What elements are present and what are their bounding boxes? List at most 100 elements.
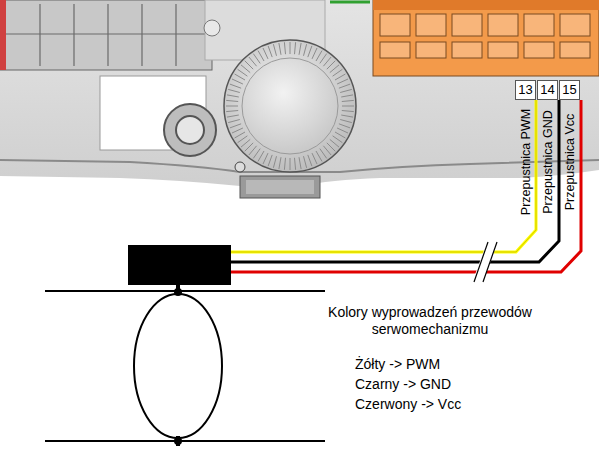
knob-rib: [308, 46, 312, 57]
knob-rib: [279, 157, 281, 169]
knob-rib: [320, 54, 327, 64]
knob-rib: [339, 124, 350, 128]
knob-rib: [290, 42, 291, 54]
color-key: Czerwony -> Vcc: [355, 396, 461, 413]
knob-rib: [304, 156, 307, 168]
knob-rib: [238, 136, 248, 143]
knob-rib: [312, 153, 317, 164]
knob-rib: [228, 120, 240, 123]
terminal-cell: [560, 14, 590, 36]
clip-inner: [246, 180, 314, 194]
knob-rib: [284, 158, 285, 170]
signal-name: Przepustnica Vcc: [563, 114, 577, 211]
terminal-cell: [488, 42, 518, 58]
knob-ring: [242, 58, 338, 154]
knob-rib: [230, 84, 241, 88]
via: [235, 162, 245, 172]
yellow-wire-edge: [230, 100, 536, 252]
knob-rib: [333, 136, 343, 143]
black-wire: [230, 100, 559, 262]
orange-terminal-block: [373, 0, 599, 76]
knob-rib: [241, 139, 250, 147]
knob-rib: [226, 106, 238, 107]
orange-top: [373, 0, 599, 10]
terminal-cell: [560, 42, 590, 58]
cell-divider: [141, 4, 142, 66]
knob-rib: [341, 115, 353, 117]
knob-rib: [335, 132, 345, 138]
knob-rib: [227, 115, 239, 117]
knob-rib: [304, 44, 307, 56]
knob-rib: [235, 74, 245, 80]
knob-rib: [228, 89, 240, 92]
cell-divider: [107, 4, 108, 66]
terminal-cells: [6, 4, 210, 66]
knob-rib: [273, 156, 276, 168]
knob-rib: [253, 149, 260, 159]
knob-rib: [226, 111, 238, 112]
cell-divider: [175, 4, 176, 66]
red-wire: [230, 100, 581, 272]
terminal-cell: [452, 14, 482, 36]
board: [0, 0, 599, 186]
knob-rib: [340, 120, 352, 123]
yellow-wire: [230, 100, 536, 252]
knob-rib: [263, 48, 268, 59]
break-mark: [474, 242, 488, 282]
knob-rib: [279, 43, 281, 55]
pin-number: 14: [537, 80, 558, 100]
knob-rib: [245, 143, 254, 152]
clip: [240, 176, 320, 198]
servo-body: [128, 245, 231, 285]
knob-rib: [241, 65, 250, 73]
terminal-block: [0, 0, 212, 70]
knob-rib: [308, 155, 312, 166]
knob-texture: [226, 42, 354, 170]
terminal-cell: [452, 42, 482, 58]
signal-name: Przepustnica GND: [541, 110, 555, 214]
knob-rib: [342, 100, 354, 101]
knob-rib: [295, 42, 296, 54]
knob-rib: [323, 146, 331, 155]
ring-hole: [176, 116, 204, 144]
knob-rib: [312, 48, 317, 59]
color-key: Czarny -> GND: [355, 376, 451, 393]
knob-rib: [253, 54, 260, 64]
knob: [224, 40, 356, 172]
knob-rib: [258, 151, 264, 161]
terminal-cell: [380, 42, 410, 58]
knob-rib: [263, 153, 268, 164]
knob-rib: [226, 100, 238, 101]
orange-cells: [380, 14, 590, 58]
throttle-plate: [134, 294, 222, 438]
knob-rib: [341, 95, 353, 97]
terminal-cell: [416, 14, 446, 36]
knob-rib: [268, 46, 272, 57]
note-heading: Kolory wyprowadzeń przewodów serwomechan…: [318, 304, 542, 338]
color-key: Żółty -> PWM: [355, 356, 440, 373]
knob-rib: [284, 42, 285, 54]
knob-rib: [339, 84, 350, 88]
knob-rib: [273, 44, 276, 56]
ring: [164, 104, 216, 156]
green-trace: [330, 1, 370, 4]
knob-rib: [227, 95, 239, 97]
cell-divider: [6, 33, 210, 34]
pin-number: 13: [515, 80, 536, 100]
terminal-cell: [416, 42, 446, 58]
knob-rib: [327, 61, 336, 69]
knob-rib: [290, 158, 291, 170]
duct-wall: [45, 440, 325, 442]
knob-rib: [238, 69, 248, 76]
knob-rib: [268, 155, 272, 166]
knob-rib: [316, 151, 322, 161]
cell-divider: [73, 4, 74, 66]
knob-rib: [342, 106, 354, 107]
knob-rib: [337, 128, 348, 133]
knob-rib: [245, 61, 254, 69]
knob-rib: [337, 79, 348, 84]
knob-rib: [232, 128, 243, 133]
pin-number: 15: [559, 80, 580, 100]
break-mark: [483, 242, 497, 282]
